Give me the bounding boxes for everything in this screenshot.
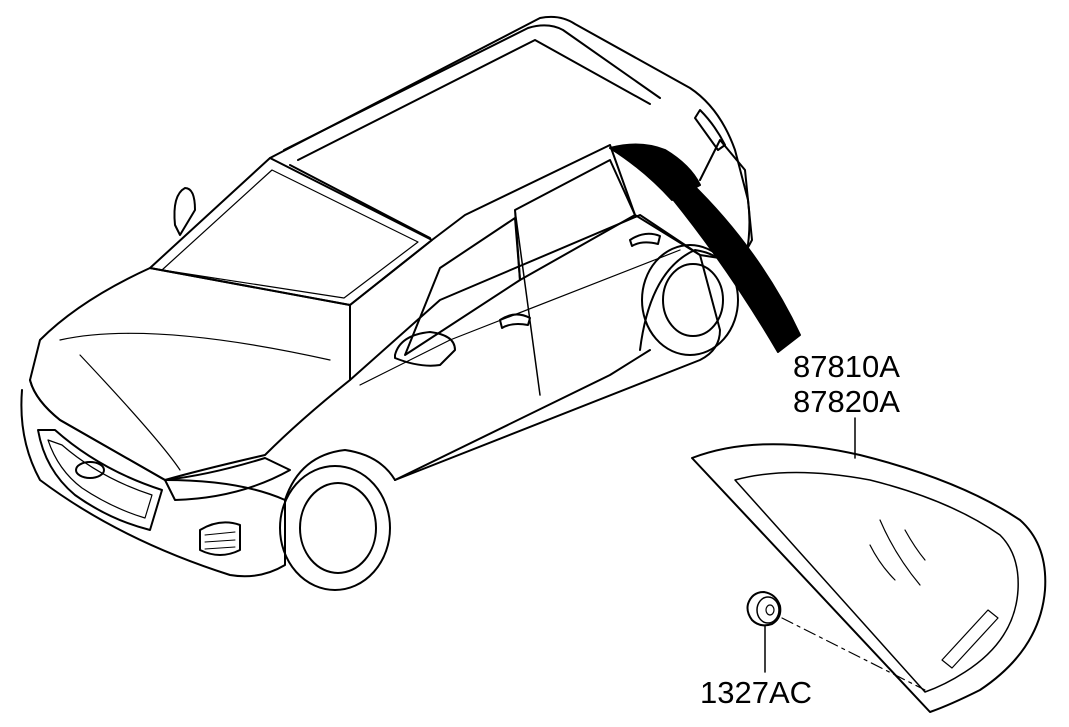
glass-label-sticker [941,609,999,669]
glass-reflection-3 [904,529,926,561]
front-door-handle [499,313,531,329]
rear-tail-light [694,109,726,151]
front-side-window [404,217,521,356]
brand-logo-icon [75,461,105,479]
part-number-1327AC: 1327AC [700,675,813,710]
rear-quarter-window-highlight [609,143,701,201]
roof-panel-line [289,164,431,239]
clip-center [765,604,775,616]
front-wheel-arch [284,449,396,501]
callout-arrow [671,181,801,353]
rear-side-window [514,159,636,281]
clip-head-icon [756,596,780,624]
side-mirror [394,331,456,367]
roof-rail-left [283,24,661,151]
rear-wheel-hub [662,263,724,337]
fog-lamp-grill [204,531,236,550]
windshield-inner [161,169,419,299]
front-wheel-hub [299,482,377,574]
front-grille [37,429,163,531]
b-pillar [514,209,541,396]
side-body [349,214,721,481]
rear-door-handle [629,232,661,247]
quarter-glass-inner [734,471,1019,693]
grille-inner [47,439,153,519]
hood-crease-right [79,354,181,471]
front-bumper [20,379,286,578]
glass-reflection-1 [879,519,921,586]
quarter-glass-part [691,443,1047,713]
roof-rail-right [297,39,651,161]
windshield [149,157,433,306]
assembly-dash-line [781,617,926,691]
hood-crease-left [59,332,331,361]
quarter-glass-outline [691,443,1047,713]
part-number-87810A: 87810A [793,349,900,384]
headlight [164,457,291,501]
fog-lamp [199,521,241,556]
part-number-87820A: 87820A [793,384,900,419]
car-illustration [20,15,753,591]
front-wheel [279,465,391,591]
rear-wheel [641,244,739,356]
left-mirror [173,187,196,236]
clip-body [746,591,782,627]
glass-reflection-2 [869,544,896,581]
side-skirt [394,349,651,481]
clip-fastener [746,591,782,627]
